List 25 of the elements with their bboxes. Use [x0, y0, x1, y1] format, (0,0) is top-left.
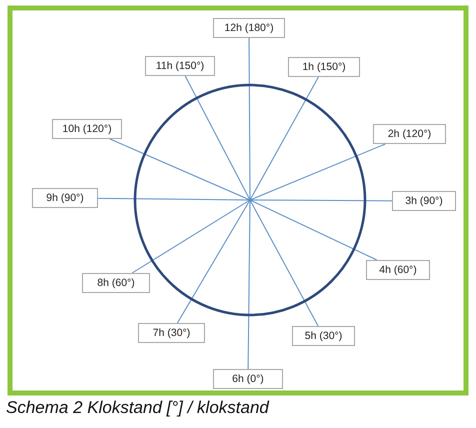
- leader-line: [248, 200, 250, 370]
- leader-line: [250, 200, 392, 202]
- leader-line: [250, 200, 378, 260]
- hour-label: 2h (120°): [373, 124, 446, 144]
- leader-line: [176, 200, 250, 324]
- hour-label: 5h (30°): [292, 326, 355, 346]
- leader-line: [132, 200, 250, 274]
- hour-label: 8h (60°): [82, 273, 150, 293]
- hour-label: 12h (180°): [213, 18, 285, 38]
- hour-label: 9h (90°): [32, 188, 98, 208]
- leader-line: [250, 144, 386, 200]
- hour-label: 7h (30°): [138, 323, 205, 343]
- hour-label: 3h (90°): [392, 191, 456, 211]
- caption: Schema 2 Klokstand [°] / klokstand: [6, 398, 269, 418]
- hour-label: 10h (120°): [52, 119, 122, 139]
- hour-label: 6h (0°): [213, 369, 283, 389]
- hour-label: 1h (150°): [288, 57, 360, 77]
- leader-line: [248, 38, 250, 200]
- leader-line: [250, 200, 319, 326]
- leader-line: [250, 76, 319, 200]
- hour-label: 4h (60°): [366, 260, 430, 280]
- leader-line: [98, 198, 250, 200]
- leader-line: [109, 138, 250, 200]
- hour-label: 11h (150°): [145, 56, 215, 76]
- leader-line: [184, 76, 250, 200]
